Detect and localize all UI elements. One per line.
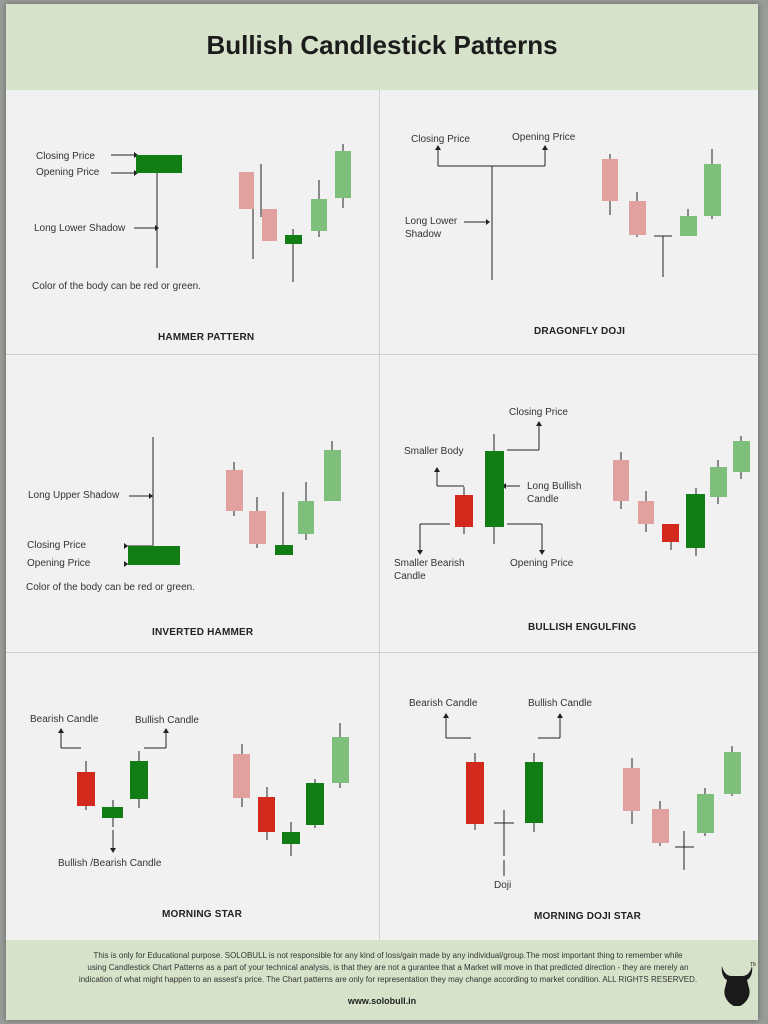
disclaimer-line-1: This is only for Educational purpose. SO… [93,951,683,960]
morning-star-middle-label: Bullish /Bearish Candle [58,858,162,869]
engulfing-opening-price-label: Opening Price [510,558,574,569]
dragonfly-shadow-label-1: Long Lower [405,216,458,227]
hammer-closing-price-label: Closing Price [36,151,95,162]
inverted-pattern-name: INVERTED HAMMER [152,627,254,638]
header: Bullish Candlestick Patterns [6,4,758,90]
engulfing-long-bullish-label-1: Long Bullish [527,481,582,492]
hammer-shadow-label: Long Lower Shadow [34,223,126,234]
footer: This is only for Educational purpose. SO… [6,940,758,1020]
hammer-note: Color of the body can be red or green. [32,281,201,292]
disclaimer: This is only for Educational purpose. SO… [68,950,708,986]
grid-divider-row1 [6,354,758,355]
page-title: Bullish Candlestick Patterns [206,30,558,60]
disclaimer-line-2: using Candlestick Chart Patterns as a pa… [87,963,689,972]
engulfing-long-bullish-label-2: Candle [527,494,559,505]
inverted-opening-price-label: Opening Price [27,558,91,569]
morning-star-pattern-name: MORNING STAR [162,909,242,920]
candlestick-diagrams [58,144,750,876]
morning-doji-bullish-label: Bullish Candle [528,698,592,709]
inverted-closing-price-label: Closing Price [27,540,86,551]
hammer-pattern-name: HAMMER PATTERN [158,332,255,343]
dragonfly-closing-price-label: Closing Price [411,134,470,145]
morning-doji-doji-label: Doji [494,880,512,891]
dragonfly-shadow-label-2: Shadow [405,229,442,240]
morning-doji-pattern-name: MORNING DOJI STAR [534,911,642,922]
hammer-opening-price-label: Opening Price [36,167,100,178]
engulfing-smaller-bearish-label-1: Smaller Bearish [394,558,465,569]
morning-star-bearish-label: Bearish Candle [30,714,99,725]
svg-text:TM: TM [750,962,756,968]
website-link[interactable]: www.solobull.in [347,996,417,1006]
disclaimer-line-3: indication of what might happen to an as… [78,975,698,984]
engulfing-smaller-body-label: Smaller Body [404,446,464,457]
dragonfly-pattern-name: DRAGONFLY DOJI [534,326,626,337]
poster: Bullish Candlestick Patterns [6,4,758,1020]
inverted-shadow-label: Long Upper Shadow [28,490,120,501]
dragonfly-opening-price-label: Opening Price [512,132,576,143]
grid-divider-vertical [379,90,380,940]
grid-divider-row2 [6,652,758,653]
morning-doji-bearish-label: Bearish Candle [409,698,478,709]
engulfing-smaller-bearish-label-2: Candle [394,571,426,582]
inverted-note: Color of the body can be red or green. [26,582,195,593]
morning-star-bullish-label: Bullish Candle [135,715,199,726]
engulfing-pattern-name: BULLISH ENGULFING [528,622,637,633]
engulfing-closing-price-label: Closing Price [509,407,568,418]
bull-logo-icon: TM [721,962,756,1006]
